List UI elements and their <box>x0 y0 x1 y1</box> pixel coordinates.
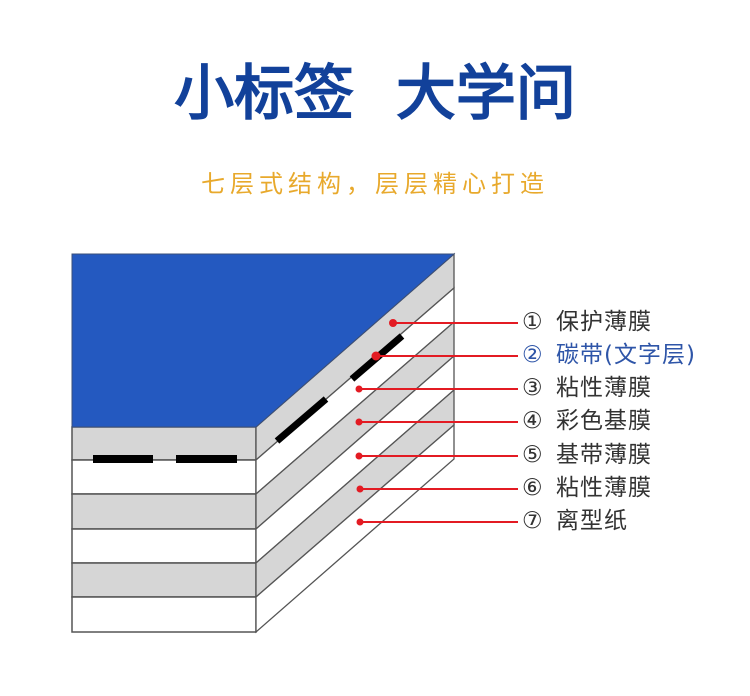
layer-name: 保护薄膜 <box>556 309 652 335</box>
leader-lines <box>355 319 518 526</box>
top-surface <box>71 253 456 428</box>
layer-name: 基带薄膜 <box>556 442 652 468</box>
layer-label-7: ⑦ 离型纸 <box>522 505 628 538</box>
layer-name: 粘性薄膜 <box>556 475 652 501</box>
layer-name: 碳带(文字层) <box>556 342 696 368</box>
layer-number: ⑦ <box>522 508 544 534</box>
layer-name: 离型纸 <box>556 508 628 534</box>
right-face <box>255 252 455 634</box>
layer-label-2: ② 碳带(文字层) <box>522 339 696 372</box>
layer-number: ③ <box>522 375 544 401</box>
page-title: 小标签 大学问 <box>174 59 576 129</box>
layer-number: ④ <box>522 408 544 434</box>
layer-number: ⑥ <box>522 475 544 501</box>
layer-name: 粘性薄膜 <box>556 375 652 401</box>
layer-number: ① <box>522 309 544 335</box>
layer-number: ② <box>522 342 544 368</box>
layer-label-5: ⑤ 基带薄膜 <box>522 439 652 472</box>
page-subtitle: 七层式结构，层层精心打造 <box>201 170 549 198</box>
layer-number: ⑤ <box>522 442 544 468</box>
layer-label-3: ③ 粘性薄膜 <box>522 372 652 405</box>
layer-label-1: ① 保护薄膜 <box>522 306 652 339</box>
layer-label-4: ④ 彩色基膜 <box>522 405 652 438</box>
layer-name: 彩色基膜 <box>556 408 652 434</box>
layer-label-6: ⑥ 粘性薄膜 <box>522 472 652 505</box>
